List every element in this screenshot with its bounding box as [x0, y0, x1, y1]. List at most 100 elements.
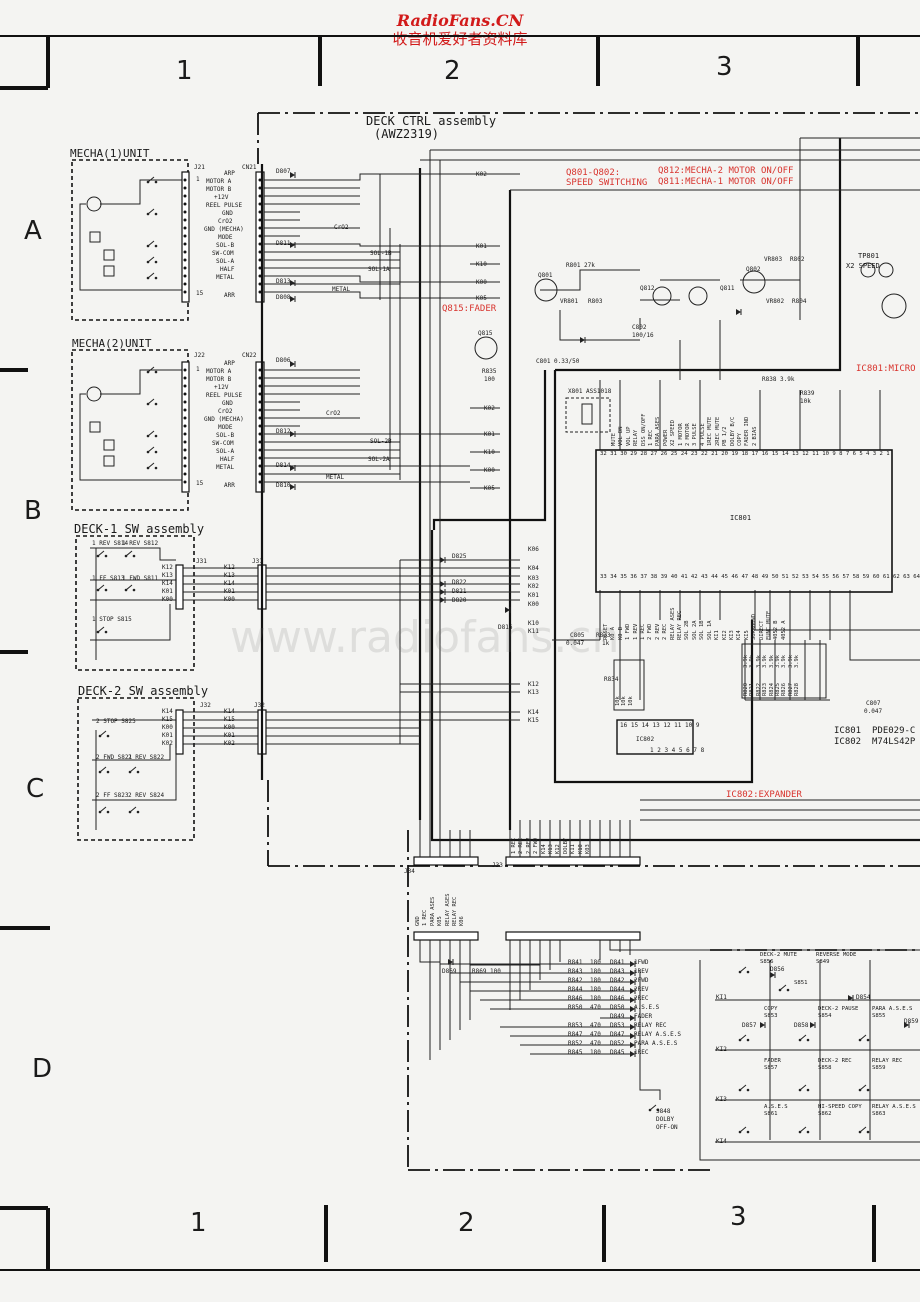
col-label-1-bottom: 1: [190, 1208, 207, 1238]
sig-sol1b: SOL-1B: [370, 250, 392, 257]
led-d: D843: [610, 968, 625, 975]
rbank-val: 3.9k: [755, 655, 762, 668]
led-t: PARA A.S.E.S: [634, 1040, 678, 1047]
led-r: R853: [568, 1022, 583, 1029]
ic801-bot-name: SURROUND: [751, 614, 758, 640]
mecha2-pin: ARP: [224, 360, 235, 367]
deck2-pin-r: K01: [224, 732, 235, 739]
key-diode: D858: [794, 1022, 809, 1029]
rbank-id: R821: [749, 683, 756, 696]
matrix-line: K14: [528, 709, 539, 716]
watermark-site: RadioFans.CN: [396, 11, 524, 30]
q812-label: Q812: [640, 285, 655, 292]
led-t: 1REV: [634, 968, 649, 975]
ic801-top-name: DSS ON/OFF: [640, 413, 647, 446]
deck2-sw-title: DECK-2 SW assembly: [78, 684, 209, 698]
ictable-part1: PDE029-C: [872, 726, 916, 736]
key-text: PARA A.S.E.S: [872, 1006, 913, 1012]
rbank-id: R824: [768, 683, 775, 696]
ic801-top-name: 1 MOTOR: [677, 423, 684, 446]
j33-pin: 2 REC: [518, 837, 525, 854]
key-id: S862: [818, 1110, 832, 1117]
mecha1-pin: SOL-A: [216, 258, 235, 265]
s815-label: 1 STOP S815: [92, 616, 132, 623]
note-speed: SPEED SWITCHING: [566, 178, 648, 188]
deck2-pin-r: K00: [224, 724, 235, 731]
sig-k02-b: K02: [484, 405, 495, 412]
matrix-diode: D822: [452, 579, 467, 586]
sig-cro2-2: CrO2: [326, 410, 341, 417]
sig-cro2-1: CrO2: [334, 224, 349, 231]
ic801-bot-name: 2 FWD: [647, 623, 654, 640]
matrix-line: K03: [528, 575, 539, 582]
key-id: S855: [872, 1012, 886, 1019]
drawing-border: [0, 35, 920, 1271]
r838-label: R838 3.9k: [762, 376, 795, 383]
ic801-bot-name: DIRECT: [758, 620, 765, 640]
ic801-bot-name: 1 REV: [632, 623, 639, 640]
j34-pin: K05: [437, 916, 444, 926]
matrix-line: K15: [528, 717, 539, 724]
row-label-a: A: [24, 216, 42, 246]
sig-k01-a: K01: [476, 243, 487, 250]
q802-label: Q802: [746, 266, 761, 273]
vr801-label: VR801: [560, 298, 579, 305]
sig-k05-b: K05: [484, 485, 495, 492]
s822-label: 2 REV S822: [128, 754, 165, 761]
ic801-bot-name: SOL 1A: [706, 620, 713, 640]
matrix-line: K00: [528, 601, 539, 608]
deck1-pin-r: K12: [224, 564, 235, 571]
led-t: RELAY A.S.E.S: [634, 1031, 681, 1038]
c805v-label: 0.047: [566, 640, 585, 647]
deck1-pin-r: K00: [224, 596, 235, 603]
led-d: D846: [610, 995, 625, 1002]
key-diode: D854: [856, 994, 871, 1001]
led-d: D842: [610, 977, 625, 984]
ic801-bot-name: SOL 1B: [699, 620, 706, 640]
mecha1-pin: MOTOR A: [206, 178, 232, 185]
matrix-line: K10: [528, 620, 539, 627]
key-id: S858: [818, 1064, 832, 1071]
x2-speed: X2 SPEED: [846, 262, 880, 270]
led-d: D847: [610, 1031, 625, 1038]
offon-label: OFF-ON: [656, 1124, 678, 1131]
j33-pin: 2 REV: [525, 837, 532, 854]
cn21-label: CN21: [242, 164, 257, 171]
ic801-top-name: 3 PULSE: [692, 423, 699, 446]
col-label-3-bottom: 3: [730, 1202, 747, 1232]
j34-pin: RELAY ASES: [444, 893, 451, 926]
ic801-bot-name: 4052 A: [780, 620, 787, 640]
note-q815: Q815:FADER: [442, 304, 497, 314]
key-s851[interactable]: S851: [794, 980, 807, 987]
j31-label: J31: [196, 558, 207, 565]
col-label-2-bottom: 2: [458, 1208, 475, 1238]
rbank-id: R826: [781, 683, 788, 696]
rbank-id: R823: [762, 683, 769, 696]
ic801-bot-name: SOL 2B: [684, 620, 691, 640]
mecha1-pin: ARR: [224, 292, 235, 299]
deck1-pin: K12: [162, 564, 173, 571]
mecha1-pin: METAL: [216, 274, 235, 281]
note-q811: Q811:MECHA-1 MOTOR ON/OFF: [658, 177, 794, 187]
led-t: 1REC: [634, 1049, 649, 1056]
pin-first-2: 1: [196, 366, 200, 373]
key-text: COPY: [764, 1006, 778, 1012]
ic802-body: [616, 719, 694, 755]
r839-label: R839: [800, 390, 815, 397]
key-row-ki4: KI4: [716, 1138, 727, 1145]
matrix-diode: D820: [452, 597, 467, 604]
